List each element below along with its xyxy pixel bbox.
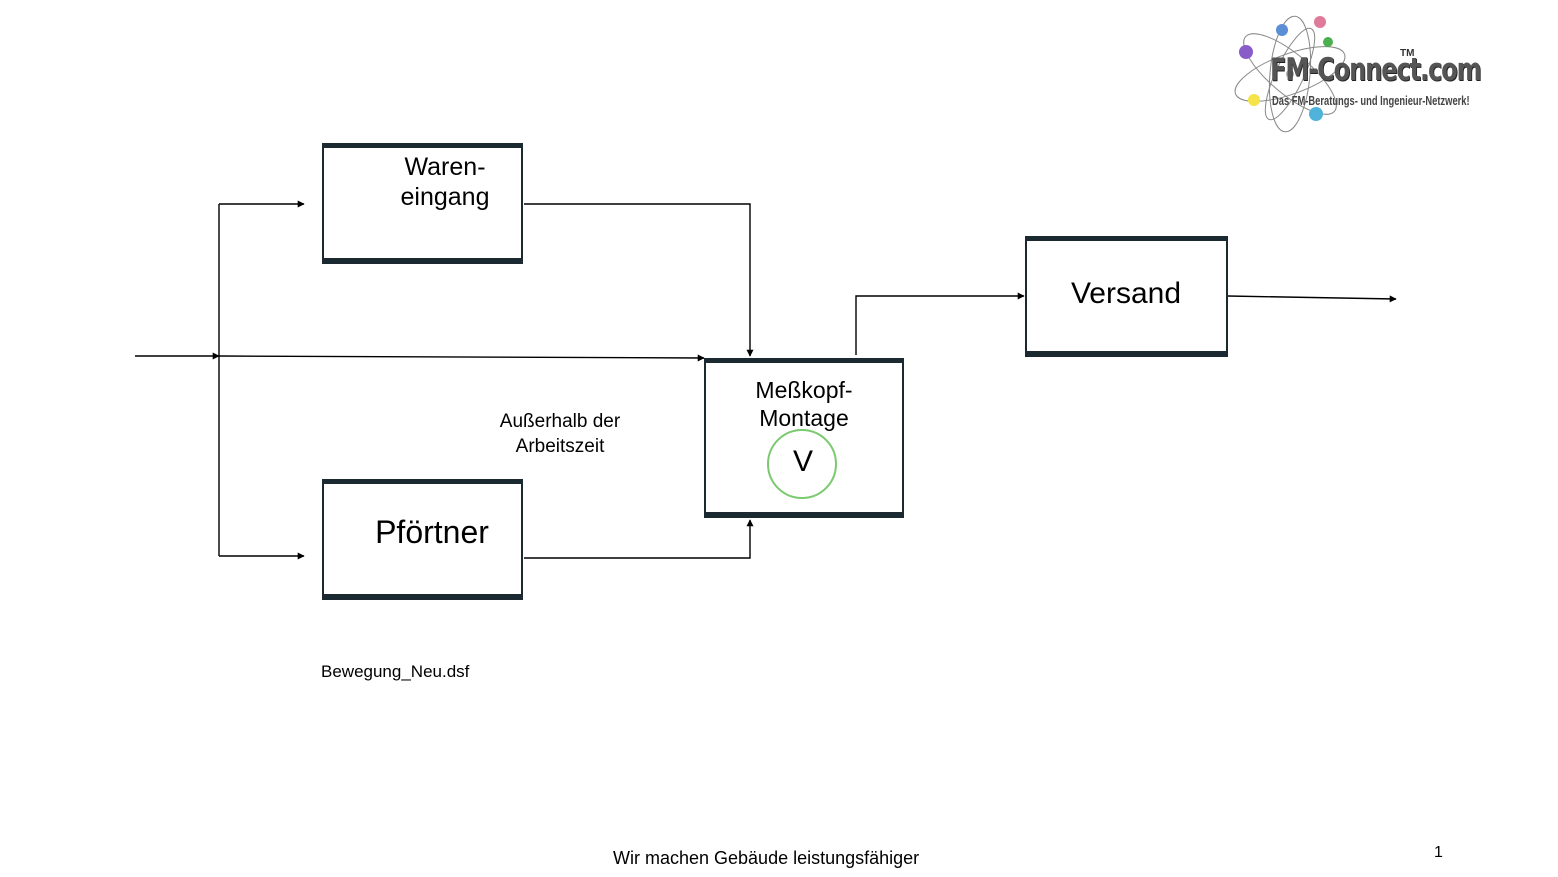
fm-connect-logo: FM-Connect.com TM Das FM-Beratungs- und … — [1228, 8, 1490, 140]
label-versand: Versand — [1070, 277, 1182, 310]
label-wareneingang: Waren- eingang — [380, 152, 510, 212]
arrow-wareneingang-to-messkopf — [524, 203, 754, 357]
box-wareneingang — [322, 143, 523, 264]
note-ausserhalb-arbeitszeit: Außerhalb der Arbeitszeit — [470, 410, 650, 459]
filename-label: Bewegung_Neu.dsf — [321, 662, 470, 681]
logo-trademark: TM — [1400, 48, 1415, 59]
label-wareneingang-line1: Waren- — [404, 153, 486, 181]
node-v-label: V — [792, 445, 813, 478]
note-line1: Außerhalb der — [499, 411, 621, 432]
atom-orbit-icon — [1234, 15, 1346, 133]
label-messkopf-montage: Meßkopf- Montage — [724, 377, 884, 432]
box-pfoertner — [322, 479, 523, 600]
label-wareneingang-line2: eingang — [400, 183, 490, 211]
page-number: 1 — [1434, 844, 1443, 861]
node-v-ring — [767, 429, 837, 499]
note-line2: Arbeitszeit — [515, 435, 605, 457]
box-versand — [1025, 236, 1228, 357]
output-arrow — [1227, 295, 1397, 303]
arrow-direct-to-messkopf — [218, 354, 705, 362]
arrow-pfoertner-to-messkopf — [524, 519, 754, 559]
label-pfoertner: Pförtner — [375, 514, 489, 550]
label-messkopf-line1: Meßkopf- — [755, 377, 853, 403]
label-messkopf-line2: Montage — [759, 404, 849, 431]
logo-wordmark: FM-Connect.com — [1270, 52, 1482, 88]
footer-slogan: Wir machen Gebäude leistungsfähiger — [613, 848, 920, 868]
arrow-messkopf-to-versand — [855, 292, 1025, 355]
logo-tagline: Das FM-Beratungs- und Ingenieur-Netzwerk… — [1272, 93, 1470, 108]
